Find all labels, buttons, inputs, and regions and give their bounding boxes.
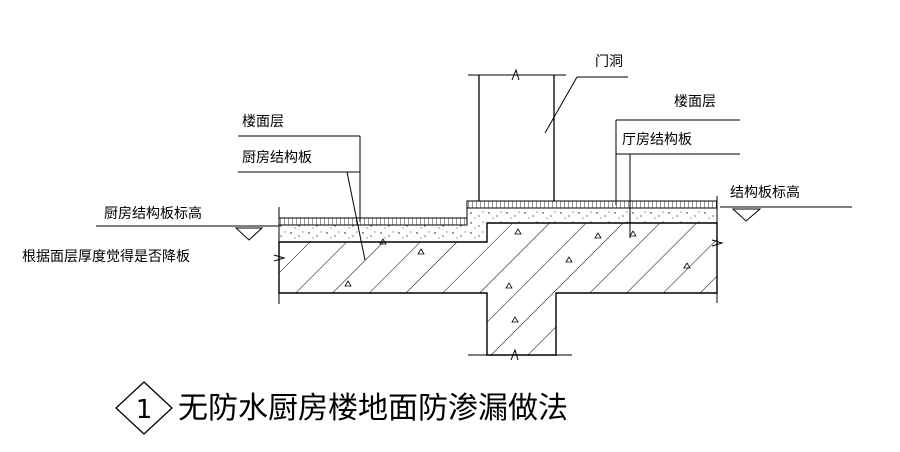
- slab-elevation-label: 结构板标高: [730, 184, 800, 201]
- bottom-break-mark: [510, 348, 519, 361]
- hall-slab-label: 厅房结构板: [622, 132, 692, 148]
- hall-finish-layer: [466, 200, 718, 209]
- slab-elevation-symbol: [731, 208, 762, 222]
- structural-slab: [278, 222, 718, 356]
- title-number: 1: [136, 395, 153, 425]
- right-floor-layer-label: 楼面层: [674, 94, 716, 110]
- title-number-diamond: [115, 381, 173, 435]
- right-break-mark: [711, 239, 724, 247]
- left-floor-layer-label: 楼面层: [242, 114, 284, 130]
- door-opening-label: 门洞: [595, 54, 623, 70]
- aggregate-marks: [344, 228, 691, 323]
- door-opening-leader: [544, 76, 578, 134]
- title-block: 1 无防水厨房楼地面防渗漏做法: [115, 381, 568, 435]
- kitchen-slab-label: 厨房结构板: [242, 150, 312, 166]
- left-leader-2: [346, 171, 366, 261]
- kitchen-elevation-symbol: [234, 227, 264, 241]
- kitchen-slab-elevation-label: 厨房结构板标高: [104, 205, 202, 222]
- left-break-mark: [273, 254, 286, 262]
- kitchen-finish-layer: [278, 217, 468, 226]
- top-break-mark: [511, 68, 520, 81]
- drawing-title: 无防水厨房楼地面防渗漏做法: [178, 391, 568, 426]
- lower-slab-note: 根据面层厚度觉得是否降板: [22, 248, 190, 265]
